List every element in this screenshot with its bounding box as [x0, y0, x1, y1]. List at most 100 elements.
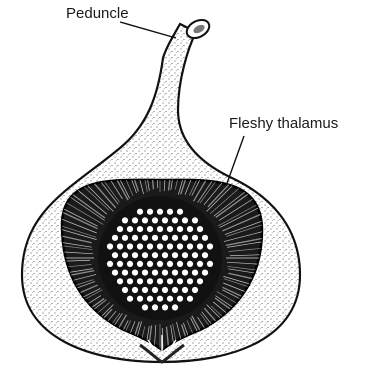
- floret: [152, 287, 158, 293]
- floret: [192, 287, 198, 293]
- floret: [177, 296, 183, 302]
- floret: [197, 243, 203, 249]
- floret: [137, 226, 143, 232]
- floret: [162, 217, 168, 223]
- floret: [197, 278, 203, 284]
- floret: [182, 252, 188, 258]
- floret: [187, 226, 193, 232]
- floret: [152, 235, 158, 241]
- floret: [112, 235, 118, 241]
- floret: [122, 270, 128, 276]
- floret: [177, 278, 183, 284]
- floret: [182, 235, 188, 241]
- floret: [127, 261, 133, 267]
- floret: [192, 217, 198, 223]
- floret: [167, 261, 173, 267]
- floret: [187, 243, 193, 249]
- floret: [137, 261, 143, 267]
- floret: [132, 270, 138, 276]
- floret: [177, 209, 183, 215]
- floret: [142, 287, 148, 293]
- floret: [157, 296, 163, 302]
- floret: [187, 296, 193, 302]
- floret: [122, 252, 128, 258]
- floret: [182, 270, 188, 276]
- floret: [107, 261, 113, 267]
- floret: [137, 209, 143, 215]
- floret: [142, 217, 148, 223]
- floret: [152, 252, 158, 258]
- floret: [177, 226, 183, 232]
- floret: [172, 270, 178, 276]
- floret: [132, 287, 138, 293]
- floret: [202, 252, 208, 258]
- floret: [107, 243, 113, 249]
- floret: [142, 270, 148, 276]
- floret: [177, 261, 183, 267]
- floret: [167, 296, 173, 302]
- floret: [197, 226, 203, 232]
- floret: [182, 217, 188, 223]
- floret-cluster: [98, 196, 222, 320]
- floret: [112, 252, 118, 258]
- floret: [192, 252, 198, 258]
- floret: [172, 287, 178, 293]
- floret: [207, 243, 213, 249]
- floret: [197, 261, 203, 267]
- floret: [157, 226, 163, 232]
- floret: [152, 270, 158, 276]
- floret: [132, 252, 138, 258]
- peduncle-leader-line: [120, 22, 176, 38]
- floret: [167, 226, 173, 232]
- floret: [117, 278, 123, 284]
- floret: [122, 287, 128, 293]
- floret: [147, 243, 153, 249]
- floret: [162, 252, 168, 258]
- floret: [157, 243, 163, 249]
- floret: [117, 261, 123, 267]
- floret: [202, 270, 208, 276]
- floret: [112, 270, 118, 276]
- floret: [127, 278, 133, 284]
- floret: [187, 261, 193, 267]
- floret: [122, 217, 128, 223]
- floret: [182, 287, 188, 293]
- floret: [137, 296, 143, 302]
- floret: [147, 226, 153, 232]
- floret: [142, 235, 148, 241]
- floret: [117, 243, 123, 249]
- floret: [167, 209, 173, 215]
- floret: [202, 235, 208, 241]
- floret: [127, 296, 133, 302]
- floret: [127, 243, 133, 249]
- floret: [147, 261, 153, 267]
- floret: [117, 226, 123, 232]
- floret: [137, 278, 143, 284]
- floret: [132, 217, 138, 223]
- floret: [162, 235, 168, 241]
- floret: [172, 235, 178, 241]
- floret: [172, 252, 178, 258]
- floret: [192, 270, 198, 276]
- floret: [132, 235, 138, 241]
- peduncle-label: Peduncle: [66, 6, 129, 21]
- floret: [162, 304, 168, 310]
- floret: [157, 278, 163, 284]
- floret: [147, 278, 153, 284]
- floret: [152, 217, 158, 223]
- floret: [187, 278, 193, 284]
- floret: [172, 217, 178, 223]
- floret: [147, 296, 153, 302]
- floret: [137, 243, 143, 249]
- floret: [157, 261, 163, 267]
- fleshy-thalamus-label: Fleshy thalamus: [229, 116, 338, 131]
- floret: [157, 209, 163, 215]
- floret: [152, 304, 158, 310]
- floret: [172, 304, 178, 310]
- floret: [177, 243, 183, 249]
- floret: [167, 278, 173, 284]
- floret: [122, 235, 128, 241]
- floret: [167, 243, 173, 249]
- floret: [192, 235, 198, 241]
